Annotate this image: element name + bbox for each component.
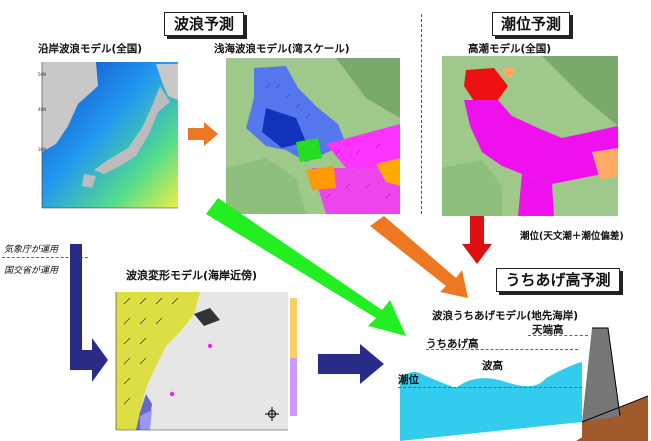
- tide-formula-label: 潮位(天文潮＋潮位偏差): [520, 231, 624, 242]
- runup-forecast-title: うちあげ高予測: [496, 268, 620, 292]
- tide-level-line: [398, 387, 582, 388]
- crest-height-label: 天端高: [532, 324, 564, 336]
- arrow-transform-to-runup: [318, 344, 384, 384]
- svg-text:40N: 40N: [38, 107, 46, 112]
- tide-forecast-title: 潮位予測: [492, 12, 570, 36]
- tide-level-label: 潮位: [398, 374, 419, 386]
- svg-text:50N: 50N: [38, 72, 46, 77]
- wave-forecast-title: 波浪予測: [164, 12, 244, 36]
- wave-transform-model-label: 波浪変形モデル(海岸近傍): [126, 269, 258, 282]
- coastal-wave-map: 50N 40N 30N: [38, 56, 184, 211]
- wave-transform-map: [100, 284, 300, 438]
- coastal-wave-model-label: 沿岸波浪モデル(全国): [38, 43, 143, 55]
- jma-operated-note: 気象庁が運用: [4, 245, 59, 255]
- storm-tide-map: [442, 56, 618, 216]
- mlit-operated-note: 国交省が運用: [4, 266, 59, 276]
- operator-divider: [2, 257, 88, 258]
- storm-tide-model-label: 高潮モデル(全国): [468, 43, 552, 55]
- arrow-shallow-to-runup: [370, 216, 468, 298]
- svg-text:30N: 30N: [38, 147, 46, 152]
- crest-height-line: [528, 335, 588, 336]
- arrow-tide-to-runup: [462, 216, 492, 264]
- wave-runup-diagram: [396, 318, 648, 441]
- runup-height-label: うちあげ高: [426, 338, 479, 350]
- arrow-coastal-to-shallow: [188, 122, 218, 146]
- wave-runup-model-label: 波浪うちあげモデル(地先海岸): [432, 310, 579, 322]
- runup-height-line: [426, 349, 578, 350]
- section-divider: [421, 14, 422, 214]
- wave-height-label: 波高: [482, 360, 503, 372]
- shallow-wave-map: [226, 58, 400, 214]
- shallow-wave-model-label: 浅海波浪モデル(湾スケール): [214, 43, 350, 55]
